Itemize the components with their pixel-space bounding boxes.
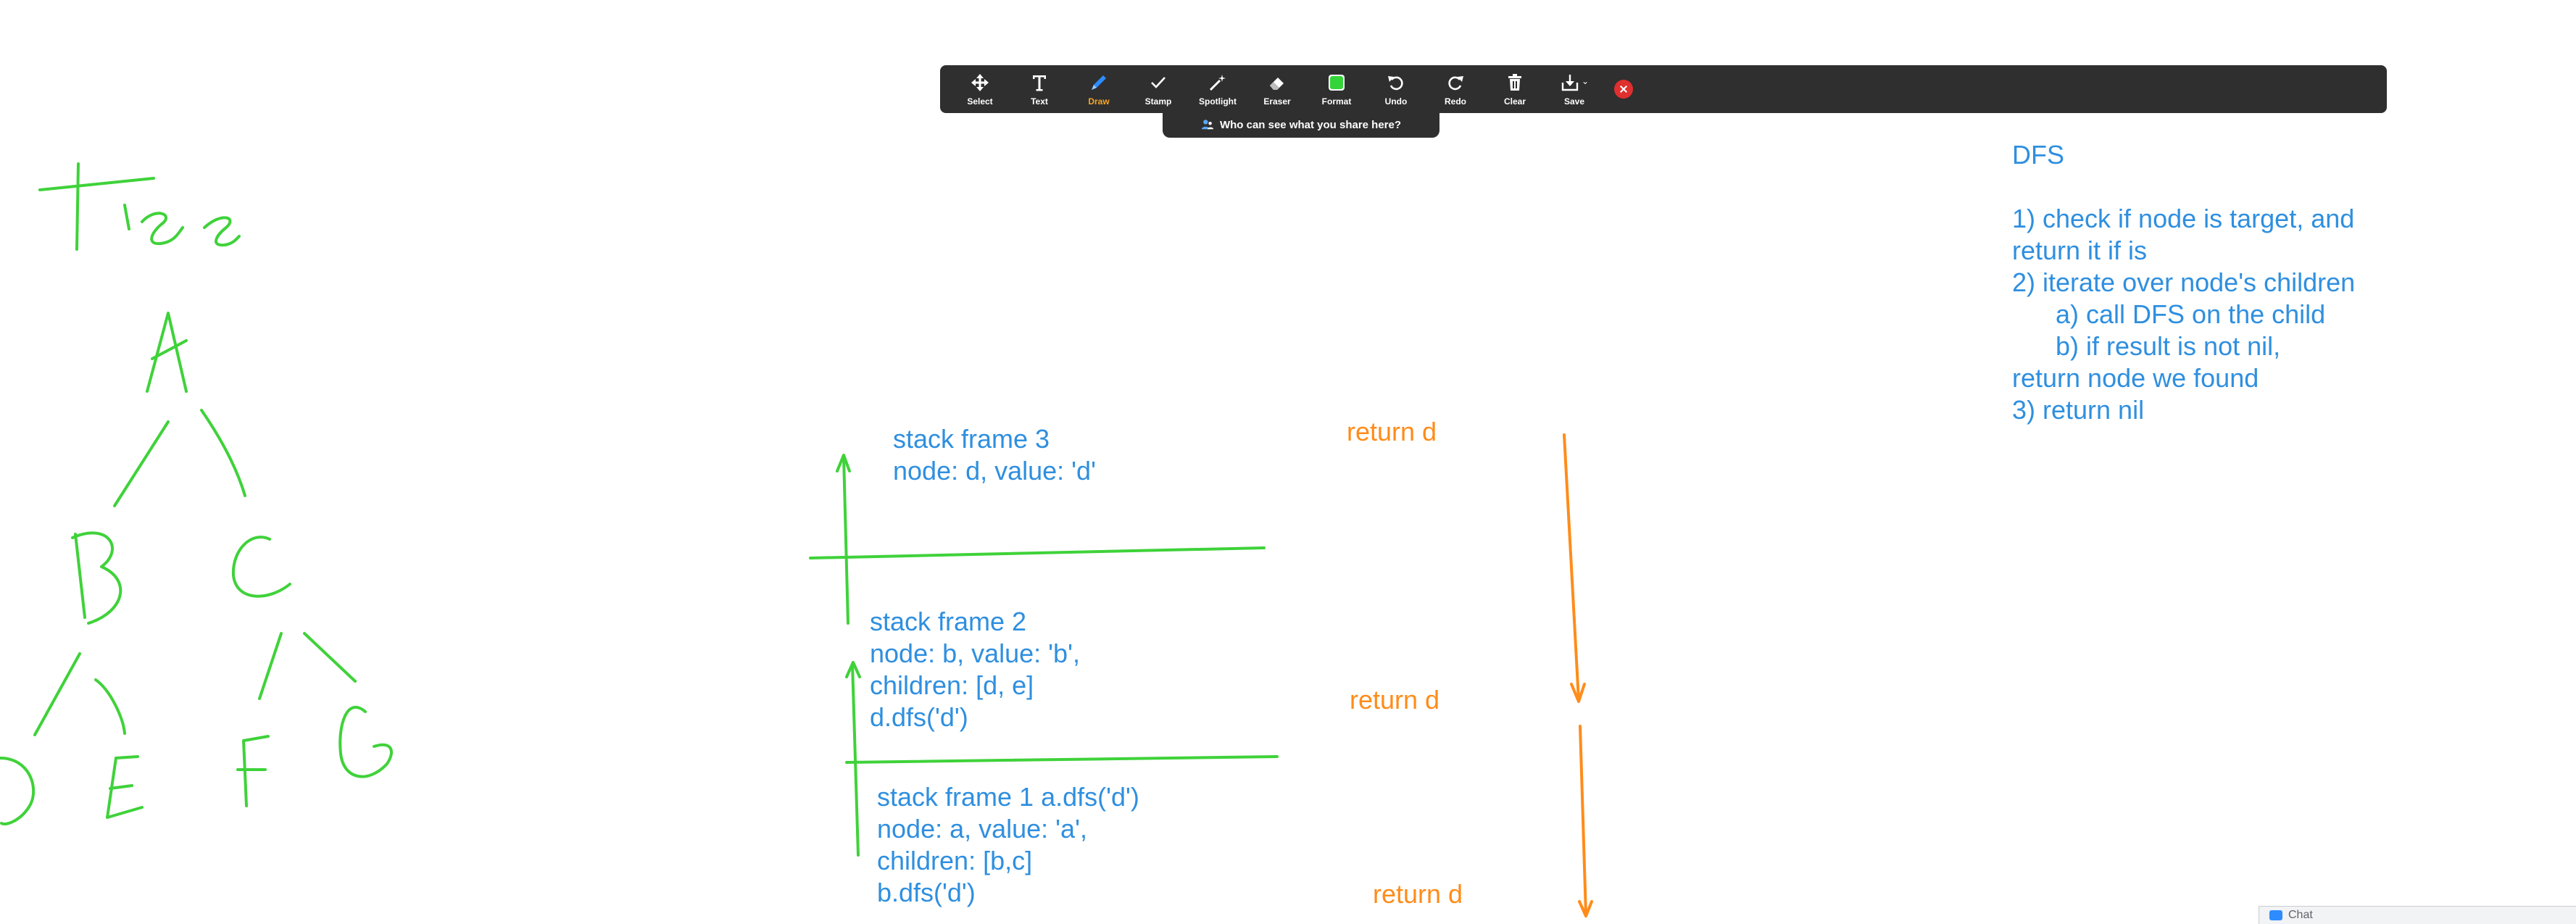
stack-arrow-up-3 [836,454,851,625]
undo-tool-button[interactable]: Undo [1366,65,1426,113]
chat-icon [2269,910,2282,920]
return-label-1: return d [1347,417,1437,446]
tool-label: Stamp [1144,96,1172,107]
dfs-notes-line: return node we found [2012,363,2259,393]
tree-node-f [236,735,270,807]
format-tool-button[interactable]: Format [1307,65,1366,113]
text-t-icon [1029,72,1050,93]
color-swatch-icon [1326,72,1347,93]
draw-tool-button[interactable]: Draw [1069,65,1129,113]
stack-frame-3-node: node: d, value: 'd' [893,456,1096,486]
stack-divider-top [809,546,1266,559]
annotation-toolbar: Select Text Draw Stamp Spotlight Eraser [940,65,2387,113]
tree-node-c [231,536,291,598]
dfs-notes-title: DFS [2012,140,2064,170]
return-arrow-2 [1578,725,1593,917]
tool-label: Spotlight [1199,96,1237,107]
dfs-notes-line: b) if result is not nil, [2012,331,2281,361]
chat-panel-header[interactable]: Chat [2259,906,2576,924]
tool-label: Undo [1384,96,1408,107]
redo-tool-button[interactable]: Redo [1426,65,1485,113]
text-tool-button[interactable]: Text [1010,65,1069,113]
people-icon [1201,120,1214,130]
save-download-icon: ⌄ [1560,72,1589,93]
dfs-notes-line: 2) iterate over node's children [2012,267,2356,297]
magic-wand-icon [1208,72,1228,93]
handwritten-tree-title [38,162,241,251]
who-can-see-banner[interactable]: Who can see what you share here? [1163,112,1439,138]
tree-node-e [106,755,144,819]
tree-node-d [0,757,36,825]
dfs-notes: DFS 1) check if node is target, and return… [2012,139,2355,426]
return-arrow-1 [1563,433,1586,703]
dfs-notes-line: a) call DFS on the child [2012,299,2326,329]
pencil-icon [1089,72,1109,93]
chevron-down-icon: ⌄ [1581,75,1590,86]
stamp-tool-button[interactable]: Stamp [1129,65,1188,113]
eraser-icon [1267,72,1287,93]
stack-divider-bottom [845,755,1279,764]
stack-frame-2-call: d.dfs('d') [870,702,968,732]
tree-edge-c-f [258,632,283,700]
tool-label: Select [967,96,993,107]
tree-edge-c-g [303,632,357,683]
tool-label: Eraser [1263,96,1291,107]
tree-node-b [71,531,122,625]
close-annotation-button[interactable] [1614,80,1633,99]
stack-frame-1-call: b.dfs('d') [877,878,976,907]
stack-frame-2-title: stack frame 2 [870,607,1027,636]
close-icon [1619,85,1628,93]
select-tool-button[interactable]: Select [950,65,1010,113]
eraser-tool-button[interactable]: Eraser [1247,65,1307,113]
dfs-notes-line: return it if is [2012,236,2148,265]
stack-frame-2-node: node: b, value: 'b', [870,638,1080,668]
tree-edge-a-c [200,409,246,497]
return-label-3: return d [1373,879,1463,909]
who-can-see-text: Who can see what you share here? [1219,118,1402,131]
tool-label: Redo [1445,96,1466,107]
checkmark-icon [1148,72,1168,93]
stack-frame-1-block: stack frame 1 a.dfs('d')node: a, value: … [877,781,1139,909]
redo-icon [1445,72,1466,93]
tree-node-a [146,312,188,393]
spotlight-tool-button[interactable]: Spotlight [1188,65,1247,113]
return-label-2: return d [1350,685,1440,715]
dfs-notes-line: 1) check if node is target, and [2012,204,2355,233]
tree-node-g [338,705,393,778]
save-tool-button[interactable]: ⌄ Save [1545,65,1604,113]
tool-label: Clear [1503,96,1526,107]
trash-icon [1505,72,1525,93]
dfs-notes-line [2012,171,2355,203]
clear-tool-button[interactable]: Clear [1485,65,1545,113]
tree-edge-a-b [113,420,170,507]
stack-frame-1-children: children: [b,c] [877,846,1033,875]
stack-arrow-up-2 [845,661,861,857]
move-arrows-icon [970,72,990,93]
undo-icon [1386,72,1406,93]
stack-frame-2-children: children: [d, e] [870,670,1034,700]
dfs-notes-line: 3) return nil [2012,395,2145,425]
stack-frame-3-title: stack frame 3 [893,424,1050,454]
tool-label: Draw [1088,96,1110,107]
chat-panel-title: Chat [2288,909,2313,921]
tool-label: Save [1563,96,1585,107]
stack-frame-1-title: stack frame 1 a.dfs('d') [877,782,1139,812]
tool-label: Format [1321,96,1352,107]
tool-label: Text [1031,96,1048,107]
tree-edge-b-d [33,652,81,736]
stack-frame-1-node: node: a, value: 'a', [877,814,1087,844]
tree-edge-b-e [94,678,126,735]
